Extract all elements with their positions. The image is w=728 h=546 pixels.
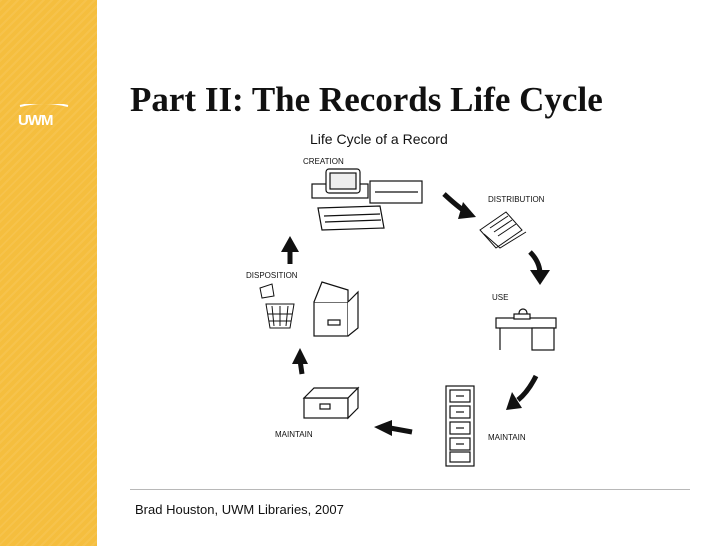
arrow-maintain-to-maintain — [374, 420, 413, 436]
waste-basket-icon — [259, 283, 295, 329]
desk-icon — [495, 308, 557, 351]
arrow-distribution-to-use — [528, 250, 550, 285]
stage-label-maintain-right: MAINTAIN — [488, 433, 526, 442]
stage-label-disposition: DISPOSITION — [246, 271, 298, 280]
stage-label-maintain-left: MAINTAIN — [275, 430, 313, 439]
uwm-logo-mark — [19, 104, 69, 107]
sidebar: UWM — [0, 0, 97, 546]
footer-divider — [130, 489, 690, 490]
arrow-disposition-to-creation — [281, 236, 299, 264]
arrow-maintain-to-disposition — [292, 348, 308, 375]
arrow-creation-to-distribution — [442, 192, 476, 219]
slide-title: Part II: The Records Life Cycle — [130, 80, 603, 119]
stage-label-use: USE — [492, 293, 508, 302]
storage-box-icon — [302, 386, 360, 420]
open-box-icon — [313, 281, 359, 337]
life-cycle-diagram: Life Cycle of a Record CREATION DISTRIBU… — [246, 131, 557, 467]
diagram-heading: Life Cycle of a Record — [310, 131, 448, 147]
sidebar-texture — [0, 0, 97, 546]
stage-label-distribution: DISTRIBUTION — [488, 195, 545, 204]
stage-label-creation: CREATION — [303, 157, 344, 166]
uwm-logo-text: UWM — [18, 112, 54, 129]
footer-credit: Brad Houston, UWM Libraries, 2007 — [135, 502, 344, 517]
uwm-logo: UWM — [18, 104, 74, 144]
computer-icon — [311, 168, 423, 231]
arrow-use-to-maintain — [506, 374, 539, 410]
document-icon — [479, 211, 527, 249]
file-cabinet-icon — [445, 385, 475, 467]
